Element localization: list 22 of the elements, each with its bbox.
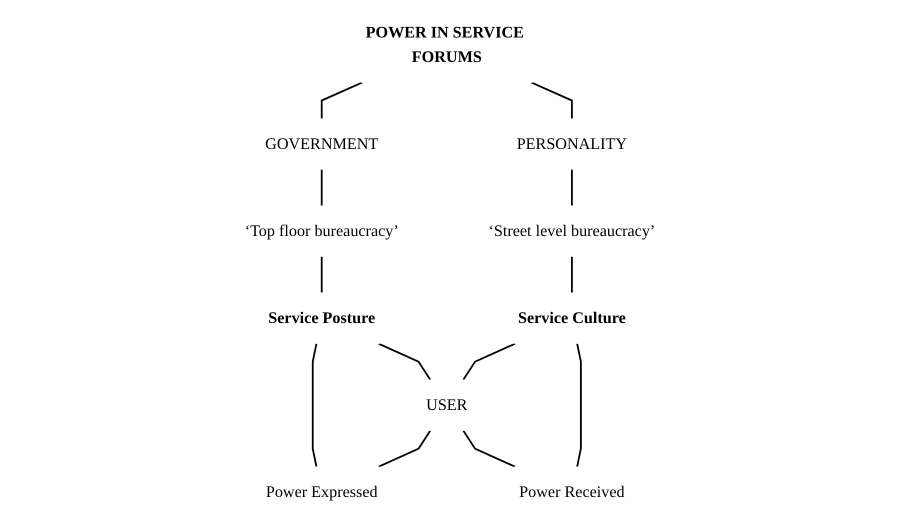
connector xyxy=(462,342,516,380)
connector xyxy=(320,170,323,206)
connector xyxy=(320,256,323,293)
connector xyxy=(531,82,573,118)
connector xyxy=(576,344,582,467)
node-text: Service Posture xyxy=(268,308,376,327)
node-text: USER xyxy=(426,396,468,414)
node-text: ‘Top floor bureaucracy’ xyxy=(244,222,399,240)
connector xyxy=(462,430,516,468)
node-text: Power Received xyxy=(519,482,625,501)
node-text: GOVERNMENT xyxy=(265,134,378,153)
node-text: PERSONALITY xyxy=(516,134,628,153)
node-text: ‘Street level bureaucracy’ xyxy=(488,222,656,240)
node-text: Power Expressed xyxy=(266,482,378,501)
connector xyxy=(378,430,431,468)
connector xyxy=(571,170,573,206)
connector xyxy=(378,342,431,380)
node-text: Service Culture xyxy=(518,308,626,327)
connector xyxy=(312,344,318,467)
connector xyxy=(571,256,573,293)
connector xyxy=(320,82,362,118)
node-text: POWER IN SERVICE FORUMS xyxy=(366,23,524,66)
